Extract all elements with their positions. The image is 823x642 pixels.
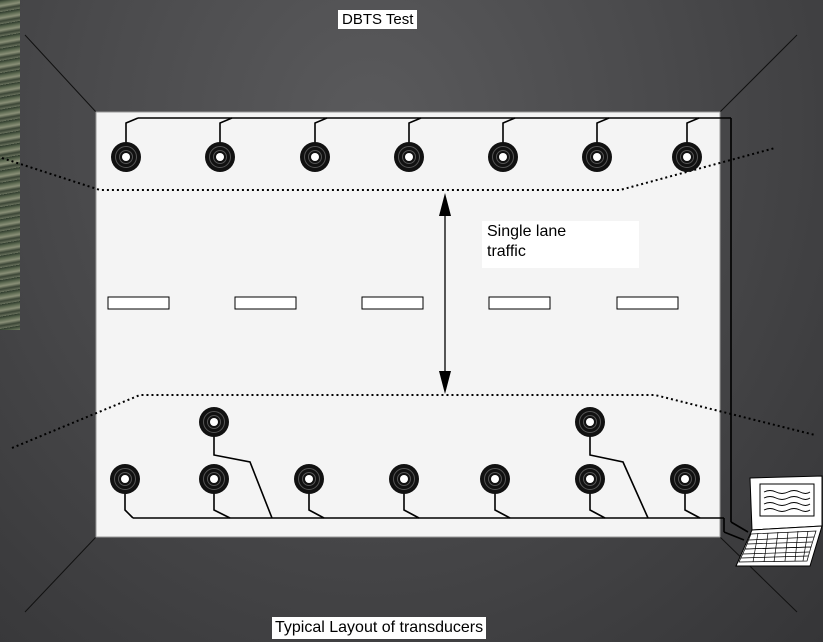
perspective-lines bbox=[24, 34, 798, 613]
lane-label: Single lane traffic bbox=[482, 221, 639, 268]
lane-marking bbox=[234, 296, 297, 310]
diagram-caption: Typical Layout of transducers bbox=[272, 617, 487, 639]
top-transducers bbox=[111, 142, 702, 172]
transducer-icon bbox=[389, 464, 419, 494]
lane-label-line-2: traffic bbox=[487, 243, 526, 260]
lane-label-line-1: Single lane bbox=[487, 223, 567, 240]
lane-marking bbox=[361, 296, 424, 310]
lane-marking bbox=[488, 296, 551, 310]
bottom-transducers bbox=[110, 407, 700, 494]
transducer-icon bbox=[670, 464, 700, 494]
laptop-icon bbox=[735, 475, 823, 567]
transducer-icon bbox=[582, 142, 612, 172]
transducer-icon bbox=[199, 464, 229, 494]
transducer-icon bbox=[480, 464, 510, 494]
lane-markings bbox=[107, 296, 679, 310]
transducer-icon bbox=[575, 407, 605, 437]
background-photo-strip bbox=[0, 0, 20, 330]
transducer-icon bbox=[111, 142, 141, 172]
transducer-icon bbox=[294, 464, 324, 494]
lane-marking bbox=[616, 296, 679, 310]
lane-boundaries bbox=[1, 147, 816, 449]
double-arrow bbox=[439, 193, 451, 394]
transducer-icon bbox=[394, 142, 424, 172]
transducer-icon bbox=[575, 464, 605, 494]
transducer-icon bbox=[300, 142, 330, 172]
transducer-icon bbox=[205, 142, 235, 172]
lane-marking bbox=[107, 296, 170, 310]
diagram-title: DBTS Test bbox=[338, 10, 418, 29]
transducer-icon bbox=[488, 142, 518, 172]
transducer-icon bbox=[110, 464, 140, 494]
transducer-icon bbox=[199, 407, 229, 437]
transducer-icon bbox=[672, 142, 702, 172]
